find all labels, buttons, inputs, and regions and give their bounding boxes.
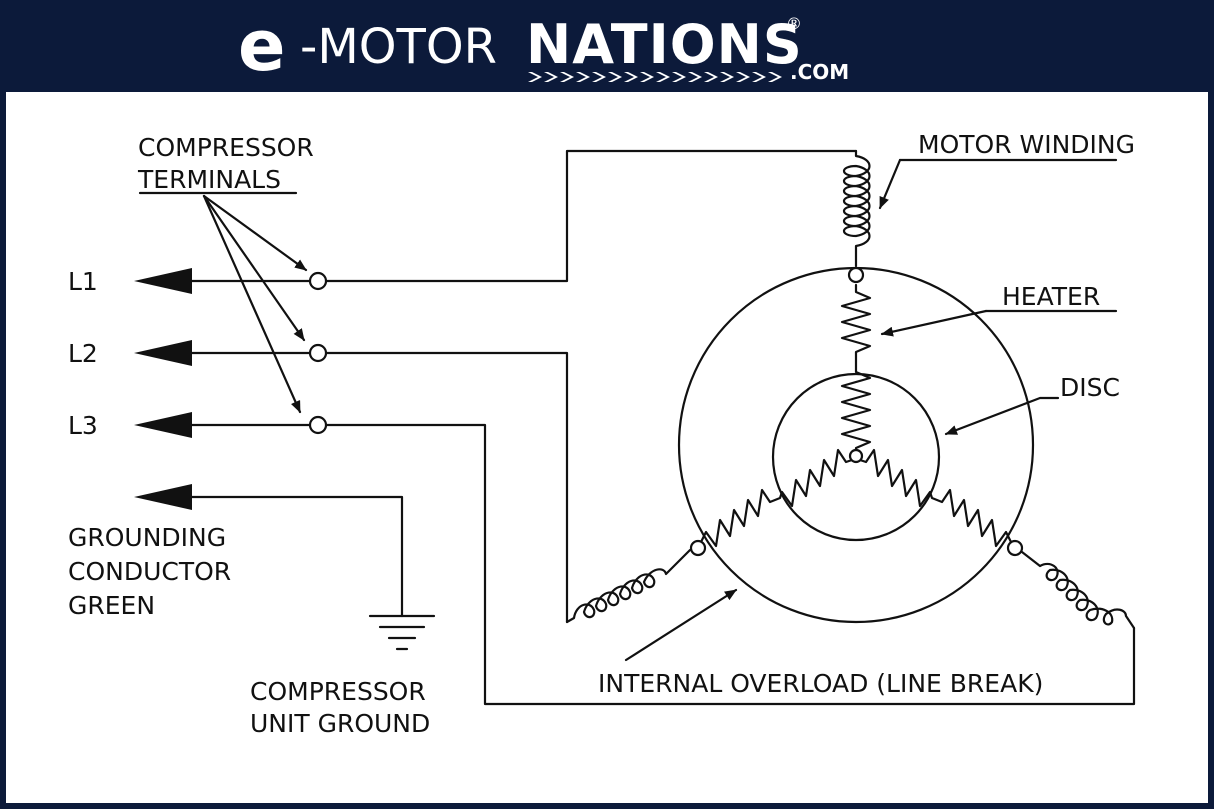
node-top <box>847 266 865 284</box>
l1-arrowhead <box>134 268 192 294</box>
label-l1: L1 <box>68 267 98 296</box>
label-unit-ground-line2: UNIT GROUND <box>250 709 430 738</box>
heater-leader <box>880 309 988 337</box>
node-right <box>1006 539 1024 557</box>
terminals-leader-2 <box>202 194 306 342</box>
wire-ground <box>178 495 404 618</box>
logo-chevron-stripe <box>528 72 782 82</box>
logo-com-text: .COM <box>790 60 850 84</box>
diagram-panel <box>6 92 1208 803</box>
heater-zigzag-top <box>840 283 872 454</box>
logo-nations-text: NATIONS <box>526 13 803 76</box>
logo-e-letter: e <box>238 5 286 87</box>
header-bar: e -MOTOR NATIONS ® .COM <box>0 0 1214 92</box>
wire-t1-to-winding <box>324 149 858 283</box>
label-compressor-terminals-line1: COMPRESSOR <box>138 133 314 162</box>
l3-arrowhead <box>134 412 192 438</box>
motor-winding-right-coil <box>1020 550 1136 630</box>
label-l3: L3 <box>68 411 98 440</box>
brand-logo: e -MOTOR NATIONS ® .COM <box>238 10 878 86</box>
wire-t3-to-winding <box>324 423 1136 706</box>
disc-inner-ring <box>771 372 941 542</box>
ground-arrowhead <box>134 484 192 510</box>
label-compressor-terminals-line2: TERMINALS <box>137 165 281 194</box>
label-internal-overload: INTERNAL OVERLOAD (LINE BREAK) <box>598 669 1043 698</box>
motor-winding-top-coil <box>842 149 871 268</box>
terminal-l2 <box>308 343 328 363</box>
label-grounding-line1: GROUNDING <box>68 523 226 552</box>
label-unit-ground-line1: COMPRESSOR <box>250 677 426 706</box>
label-disc: DISC <box>1060 373 1120 402</box>
internal-overload-leader <box>624 588 738 662</box>
label-motor-winding: MOTOR WINDING <box>918 130 1135 159</box>
node-center <box>848 448 864 464</box>
label-l2: L2 <box>68 339 98 368</box>
label-grounding-line3: GREEN <box>68 591 155 620</box>
terminal-l1 <box>308 271 328 291</box>
terminal-l3 <box>308 415 328 435</box>
label-heater: HEATER <box>1002 282 1100 311</box>
heater-zigzag-right <box>858 448 1014 548</box>
label-grounding-line2: CONDUCTOR <box>68 557 231 586</box>
disc-leader <box>944 396 1060 436</box>
terminals-leader-1 <box>202 194 308 272</box>
logo-registered-mark: ® <box>786 14 802 33</box>
logo-motor-text: -MOTOR <box>300 19 497 75</box>
internal-overload-outer-ring <box>677 266 1035 624</box>
l2-arrowhead <box>134 340 192 366</box>
motor-winding-left-coil <box>565 548 692 624</box>
node-left <box>689 539 707 557</box>
terminals-leader-3 <box>202 194 302 414</box>
motor-winding-leader <box>878 158 902 210</box>
wire-t2-to-winding <box>324 351 569 624</box>
heater-zigzag-left <box>698 448 854 548</box>
